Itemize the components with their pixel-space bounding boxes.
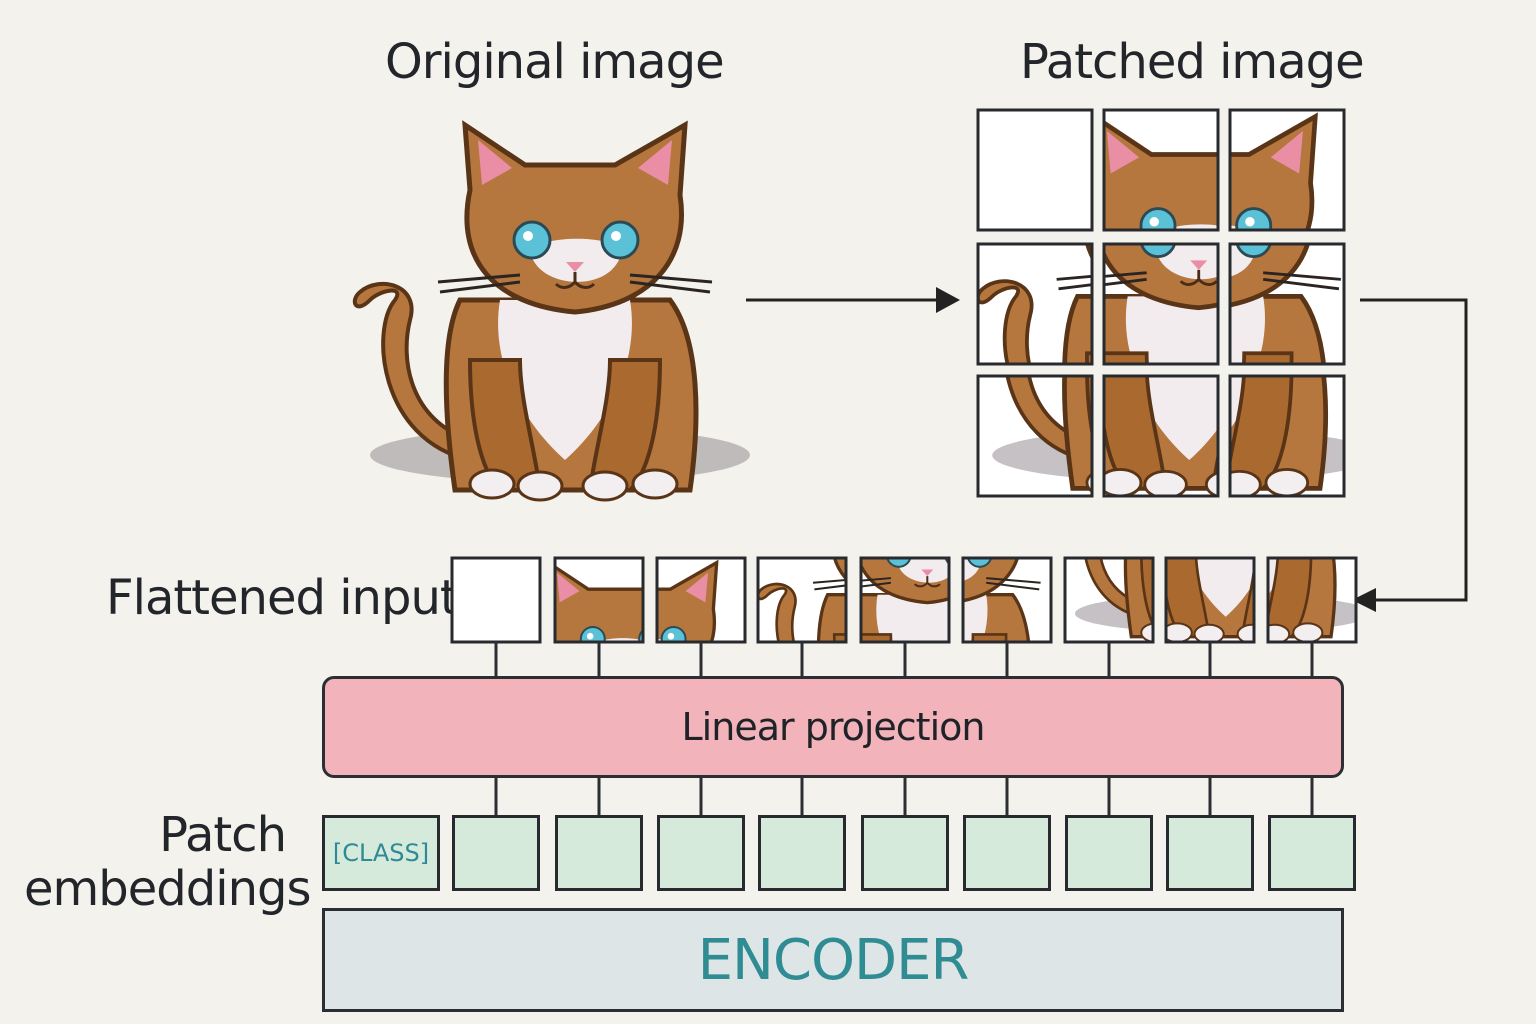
class-token: [CLASS] [322,815,440,891]
patch-tile [1102,242,1220,366]
flattened-patch-tile [1063,556,1155,644]
patch-embedding-box [1268,815,1356,891]
patch-embeddings-label-line2: embeddings [24,861,311,917]
patch-embedding-box [452,815,540,891]
original-image-title: Original image [385,34,725,90]
patch-embedding-box [1065,815,1153,891]
flattened-input-label: Flattened input [106,570,459,626]
linear-projection-block: Linear projection [322,676,1344,778]
patch-embedding-box [657,815,745,891]
patch-embeddings-label-line1: Patch [159,807,287,863]
arrow-to-flattened [1352,298,1468,612]
encoder-block: ENCODER [322,908,1344,1012]
flattened-patch-tile [961,556,1053,644]
patch-tile [1102,374,1220,498]
flattened-patch-tile [1266,556,1358,644]
patch-tile [976,108,1094,232]
patch-tile [976,242,1094,366]
flattened-patch-tile [655,556,747,644]
flattened-patch-tile [1164,556,1256,644]
connectors-linear-embeddings [494,778,1314,815]
patch-embedding-box [1166,815,1254,891]
patch-tile [1228,108,1346,232]
flattened-patch-tile [859,556,951,644]
patch-tile [1228,242,1346,366]
patched-image-grid [976,108,1346,498]
flattened-patch-tile [756,556,848,644]
arrow-to-patched [746,287,960,313]
patched-image-title: Patched image [1020,34,1365,90]
patch-embeddings-label: Patch embeddings [24,807,311,917]
patch-embedding-box [758,815,846,891]
patch-tile [1228,374,1346,498]
original-cat-image [355,125,750,500]
patch-tile [976,374,1094,498]
patch-embedding-box [963,815,1051,891]
flattened-patch-tile [553,556,645,644]
flattened-patches [450,556,1358,644]
connectors-flat-linear [494,642,1314,676]
flattened-patch-tile [450,556,542,644]
patch-embedding-box [861,815,949,891]
patch-embedding-box [555,815,643,891]
patch-tile [1102,108,1220,232]
